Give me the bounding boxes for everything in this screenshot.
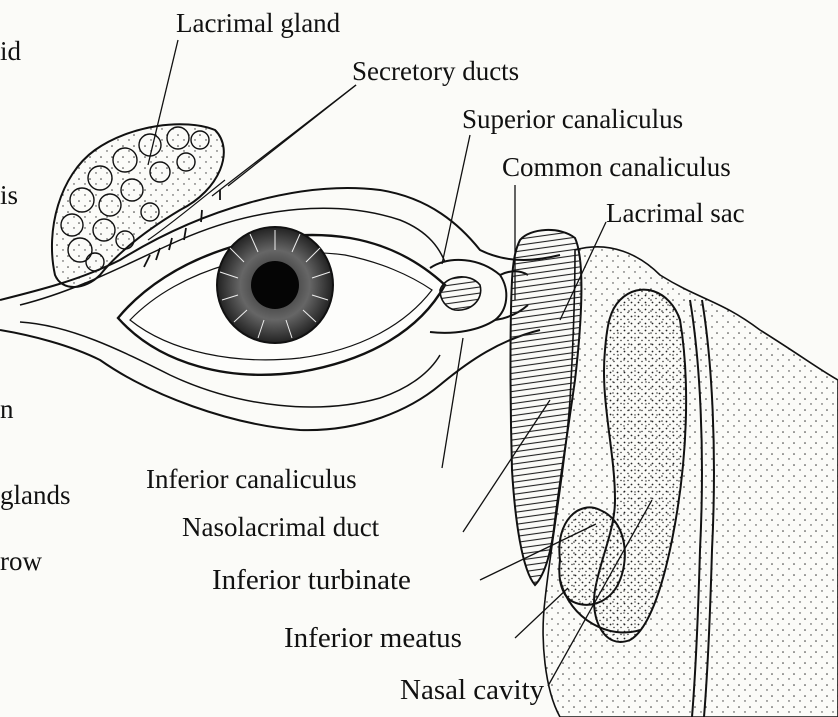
label-nasal-cavity: Nasal cavity — [400, 676, 544, 705]
nasal-bone — [543, 247, 838, 717]
caruncle — [440, 277, 481, 310]
label-nasolacrimal-duct: Nasolacrimal duct — [182, 514, 379, 541]
fragment-n: n — [0, 396, 14, 423]
label-secretory-ducts: Secretory ducts — [352, 58, 519, 85]
fragment-row: row — [0, 548, 42, 575]
label-lacrimal-gland: Lacrimal gland — [176, 10, 340, 37]
label-common-canaliculus: Common canaliculus — [502, 154, 731, 181]
fragment-eyelid: id — [0, 38, 21, 65]
label-inferior-canaliculus: Inferior canaliculus — [146, 466, 357, 493]
fragment-glands: glands — [0, 482, 71, 509]
label-inferior-turbinate: Inferior turbinate — [212, 566, 411, 595]
label-inferior-meatus: Inferior meatus — [284, 624, 462, 653]
iris — [217, 227, 333, 343]
label-superior-canaliculus: Superior canaliculus — [462, 106, 683, 133]
fragment-is: is — [0, 182, 18, 209]
pupil — [251, 261, 299, 309]
inferior-turbinate-shape — [559, 507, 625, 604]
label-lacrimal-sac: Lacrimal sac — [606, 200, 745, 227]
